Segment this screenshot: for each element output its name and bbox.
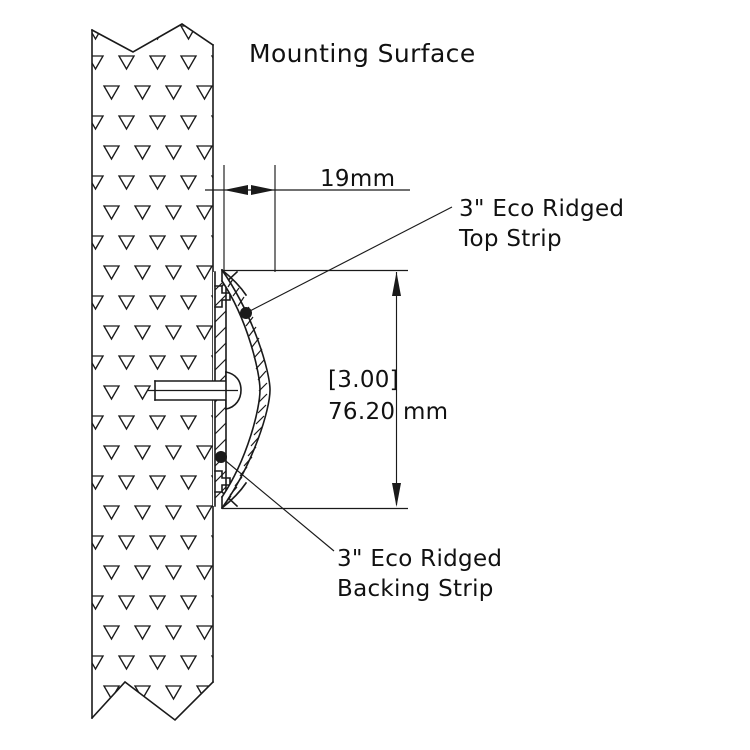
eco-ridged-top-strip [220, 268, 271, 510]
top-strip-top-return [220, 268, 248, 297]
backing-strip-bottom-clip [214, 470, 231, 493]
callout-backing-strip-line1: 3" Eco Ridged [337, 546, 502, 572]
callout-top-strip-line1: 3" Eco Ridged [459, 196, 624, 222]
mounting-surface-wall [90, 23, 215, 722]
leader-lines [215, 206, 453, 552]
dimension-height [222, 269, 408, 510]
dimension-label-offset: 19mm [320, 166, 395, 192]
arrowhead-left [224, 185, 248, 195]
wall-bottom-break-line [90, 680, 215, 722]
top-strip-hatch [224, 278, 268, 505]
dimension-19mm [205, 165, 410, 272]
leader-dot-top-strip [240, 307, 252, 319]
backing-strip-top-clip [214, 285, 231, 308]
dimension-label-mm: 76.20 mm [328, 399, 448, 425]
arrowhead-right [251, 185, 275, 195]
arrowhead-bottom [392, 483, 401, 507]
leader-backing-strip [220, 456, 335, 552]
arrowhead-top [392, 272, 401, 296]
callout-top-strip-line2: Top Strip [458, 226, 562, 252]
wall-top-break-line [90, 23, 215, 53]
callout-backing-strip-line2: Backing Strip [337, 576, 494, 602]
wall-hatch-pattern [92, 25, 213, 720]
top-strip-bottom-return [220, 481, 248, 510]
page-title: Mounting Surface [249, 39, 476, 68]
mounting-screw [148, 371, 242, 410]
leader-top-strip [245, 206, 453, 314]
dimension-label-inches: [3.00] [328, 367, 399, 393]
leader-dot-backing-strip [215, 451, 227, 463]
